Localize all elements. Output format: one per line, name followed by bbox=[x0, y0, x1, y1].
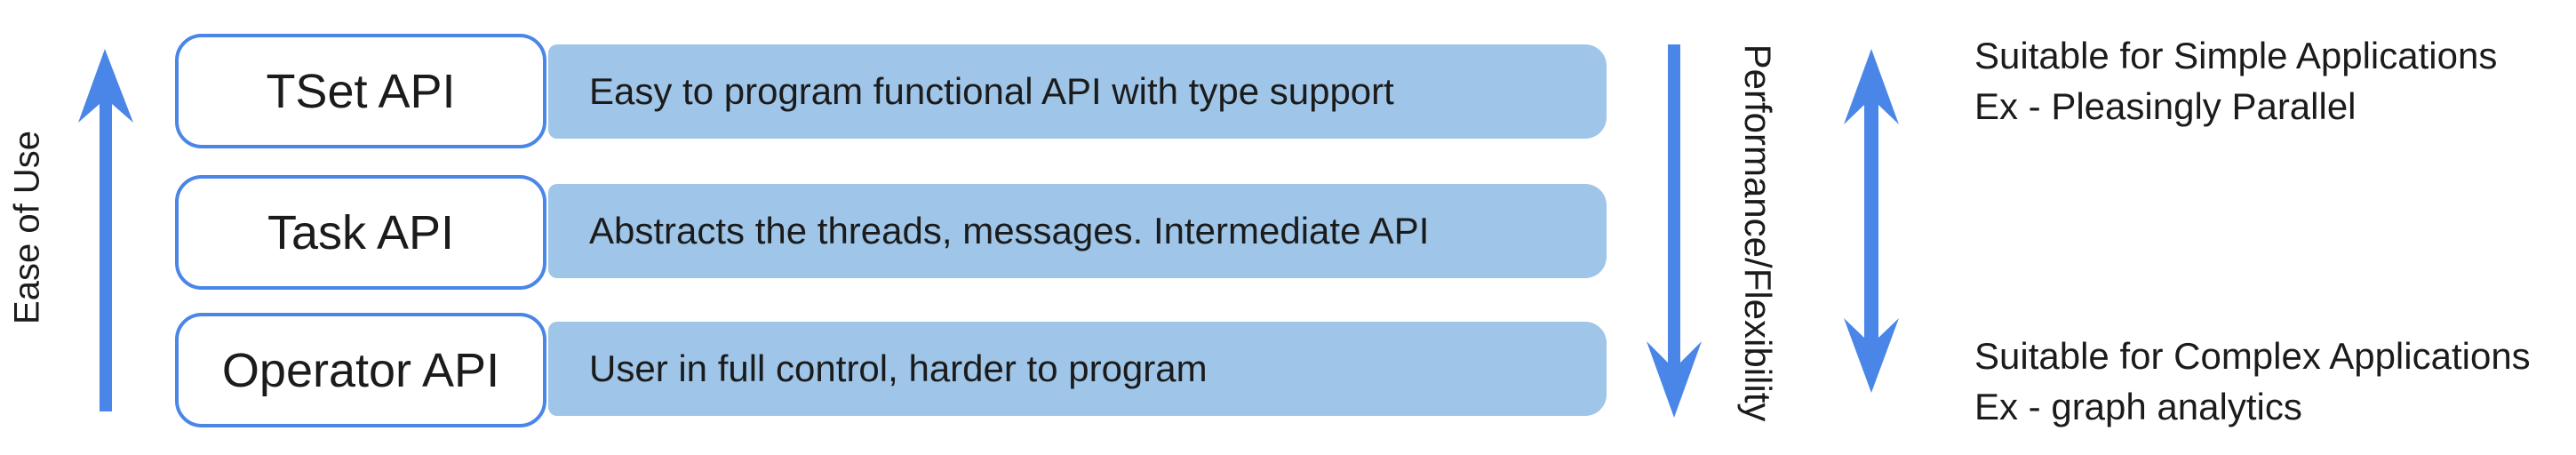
double-arrow-shape bbox=[1844, 49, 1899, 393]
task-api-description: Abstracts the threads, messages. Interme… bbox=[589, 210, 1430, 251]
operator-api-description: User in full control, harder to program bbox=[589, 347, 1208, 389]
ease-of-use-axis-label: Ease of Use bbox=[7, 131, 47, 324]
complex-applications-note-line1: Suitable for Complex Applications bbox=[1974, 335, 2531, 377]
tset-api-description-bar: Easy to program functional API with type… bbox=[548, 44, 1607, 139]
up-arrow-shape bbox=[78, 49, 133, 411]
ease-of-use-up-arrow-icon bbox=[78, 49, 133, 411]
task-api-box: Task API bbox=[175, 175, 546, 290]
task-api-description-bar: Abstracts the threads, messages. Interme… bbox=[548, 184, 1607, 278]
suitability-double-arrow-icon bbox=[1844, 49, 1899, 393]
tset-api-description: Easy to program functional API with type… bbox=[589, 70, 1394, 112]
performance-flexibility-axis-label: Performance/Flexibility bbox=[1737, 44, 1779, 422]
performance-down-arrow-icon bbox=[1647, 44, 1702, 418]
complex-applications-note: Suitable for Complex Applications Ex - g… bbox=[1974, 331, 2531, 432]
complex-applications-note-line2: Ex - graph analytics bbox=[1974, 386, 2302, 427]
operator-api-description-bar: User in full control, harder to program bbox=[548, 322, 1607, 416]
operator-api-label: Operator API bbox=[221, 343, 500, 397]
simple-applications-note: Suitable for Simple Applications Ex - Pl… bbox=[1974, 30, 2497, 132]
down-arrow-shape bbox=[1647, 44, 1702, 418]
tset-api-box: TSet API bbox=[175, 34, 546, 148]
operator-api-box: Operator API bbox=[175, 313, 546, 427]
task-api-label: Task API bbox=[267, 205, 455, 259]
tset-api-label: TSet API bbox=[266, 64, 456, 118]
simple-applications-note-line2: Ex - Pleasingly Parallel bbox=[1974, 85, 2357, 127]
simple-applications-note-line1: Suitable for Simple Applications bbox=[1974, 35, 2498, 76]
